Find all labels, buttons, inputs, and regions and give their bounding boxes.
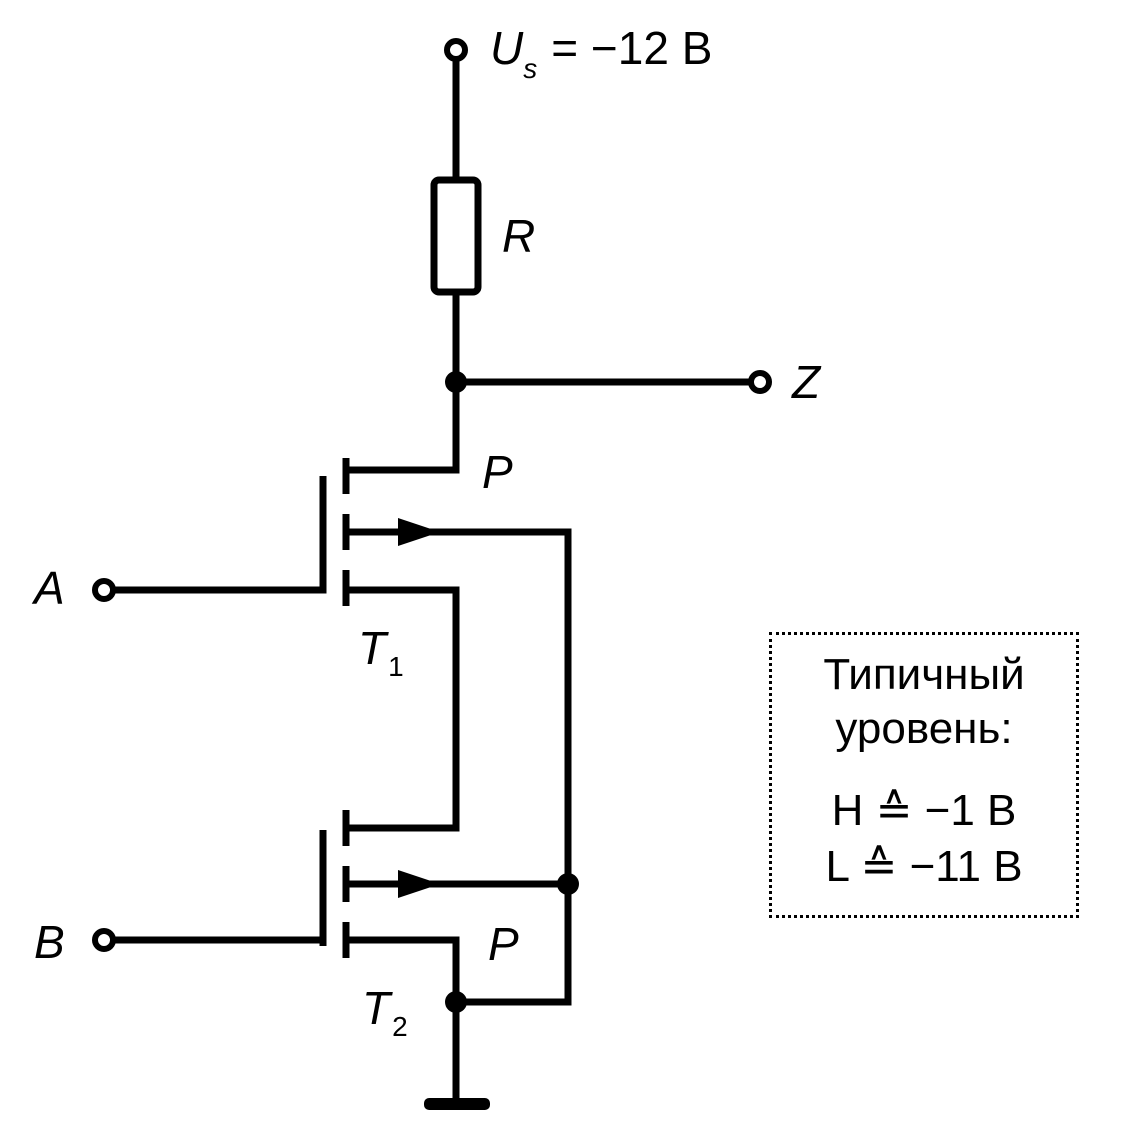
t1-label: T1 <box>358 622 404 682</box>
junction-ground <box>445 991 467 1013</box>
ground-symbol <box>424 1098 490 1110</box>
t1-substrate-arrow <box>398 518 440 546</box>
input-b-terminal <box>92 928 116 952</box>
legend-line-2: уровень: <box>835 704 1013 753</box>
transistor-t1 <box>92 458 572 606</box>
output-terminal <box>748 370 772 394</box>
supply-branch <box>430 38 482 474</box>
t2-label: T2 <box>362 982 408 1042</box>
t2-type-label: P <box>488 918 519 970</box>
output-branch <box>445 370 772 394</box>
supply-terminal <box>444 38 468 62</box>
output-label: Z <box>791 356 822 408</box>
input-b-label: B <box>34 916 65 968</box>
legend-low-level: L ≙ −11 B <box>825 842 1023 891</box>
t2-substrate-arrow <box>398 870 440 898</box>
junction-substrate <box>557 873 579 895</box>
junction-output <box>445 371 467 393</box>
supply-label: Us= −12 B <box>490 22 712 84</box>
input-a-terminal <box>92 578 116 602</box>
logic-level-legend: Типичный уровень: H ≙ −1 B L ≙ −11 B <box>769 632 1079 918</box>
legend-line-1: Типичный <box>823 650 1025 699</box>
legend-high-level: H ≙ −1 B <box>831 786 1017 835</box>
t1-type-label: P <box>482 446 513 498</box>
resistor-label: R <box>502 210 535 262</box>
resistor <box>430 176 482 296</box>
transistor-t2 <box>92 810 579 958</box>
input-a-label: A <box>31 562 65 614</box>
